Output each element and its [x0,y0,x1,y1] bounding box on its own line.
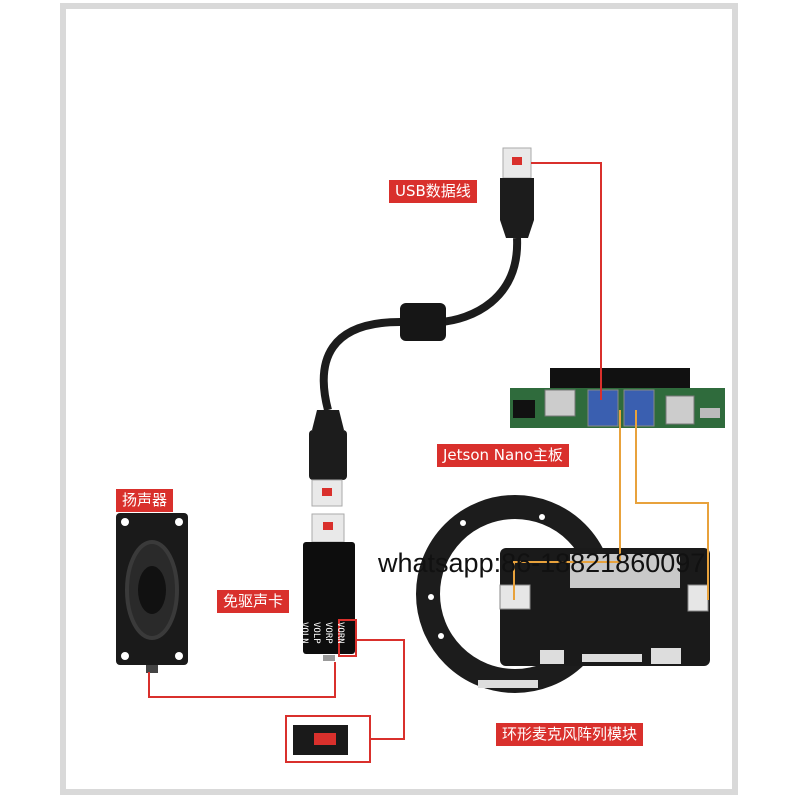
speaker [116,513,188,673]
usb-cable [309,147,534,507]
speaker-label: 扬声器 [116,489,174,512]
connector-lines [148,162,709,740]
mic-array-module [416,495,710,693]
jetson-board [510,368,725,428]
pin-label: VOLN [299,622,309,644]
usb-cable-label: USB数据线 [389,180,477,203]
pin-label: VOLP [311,622,321,644]
pin-label: VORP [323,622,333,644]
aux-module [285,715,371,763]
pin-label: VORN [335,622,345,644]
sound-card [303,542,355,661]
jetson-board-label: Jetson Nano主板 [437,444,569,467]
usb-plug [311,513,345,543]
watermark-text: whatsapp:86-18821860097 [378,548,706,578]
sound-card-label: 免驱声卡 [217,590,290,613]
mic-array-label: 环形麦克风阵列模块 [496,723,644,746]
